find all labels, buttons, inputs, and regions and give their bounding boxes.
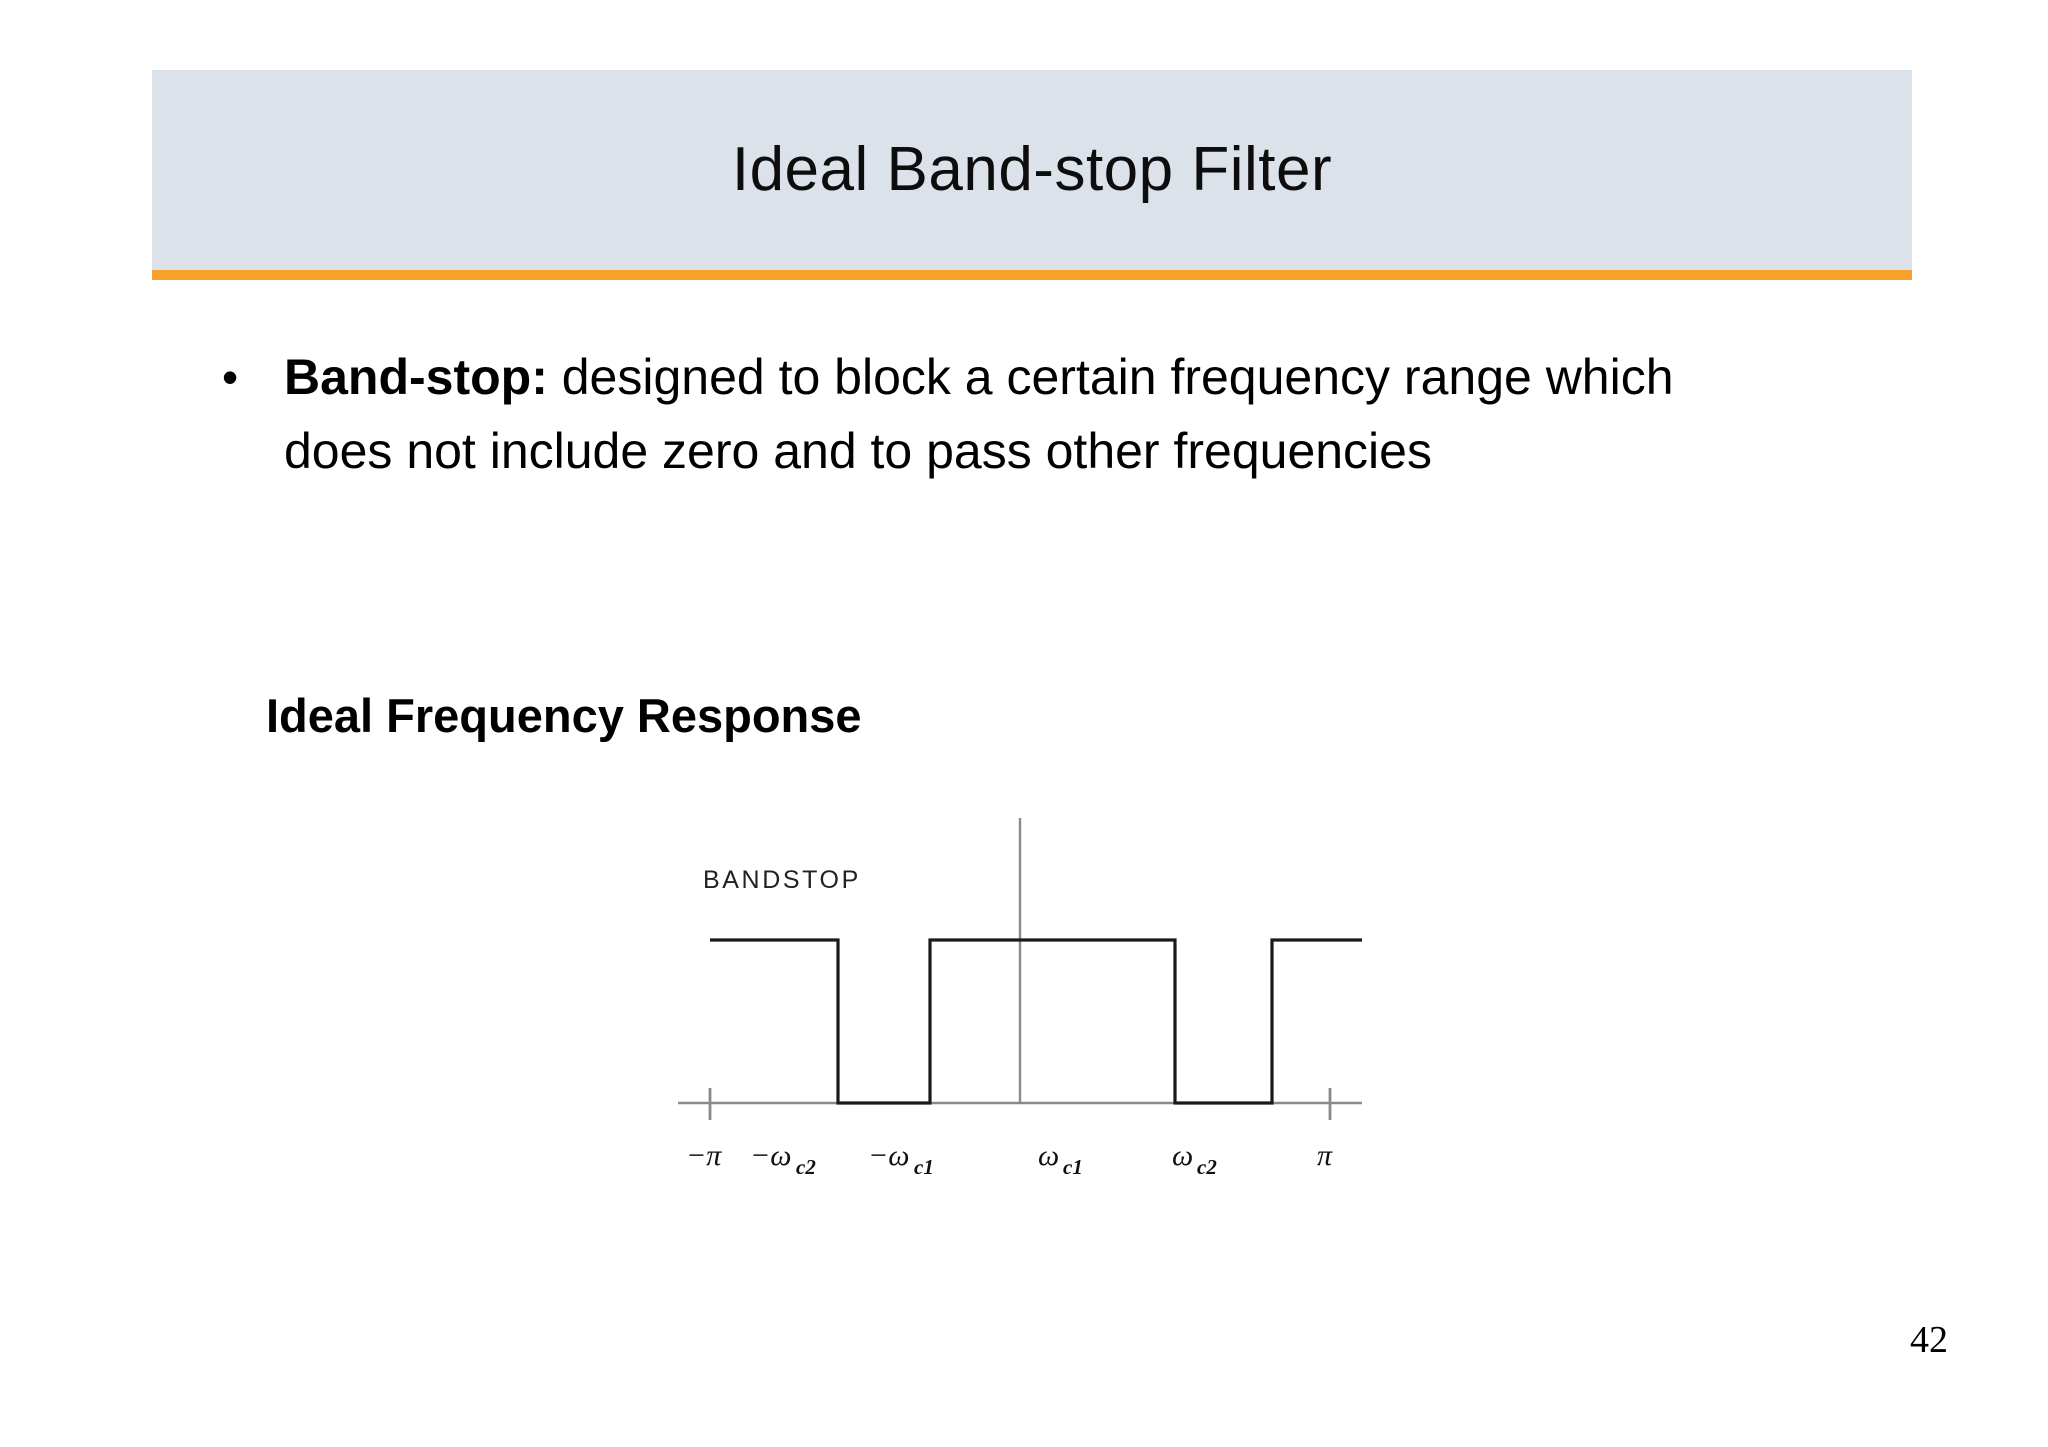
frequency-response-figure: BANDSTOP −π −ω c2 −ω c1 ω c1 ω c2 π [620, 800, 1420, 1200]
svg-text:c2: c2 [1197, 1155, 1217, 1179]
plot-xtick-label-omega-c2: ω c2 [1172, 1139, 1217, 1179]
svg-text:−ω: −ω [750, 1139, 791, 1172]
plot-response-curve [710, 938, 1362, 1105]
svg-text:−π: −π [686, 1139, 722, 1172]
svg-text:c1: c1 [914, 1155, 934, 1179]
page-title: Ideal Band-stop Filter [731, 135, 1333, 204]
svg-text:−ω: −ω [868, 1139, 909, 1172]
bullet-body-text: designed to block a certain frequency ra… [284, 349, 1674, 479]
plot-xtick-label-omega-c1: ω c1 [1038, 1139, 1083, 1179]
svg-text:c1: c1 [1063, 1155, 1083, 1179]
page-number: 42 [1910, 1319, 1948, 1361]
bullet-item-text: Band-stop: designed to block a certain f… [284, 340, 1774, 488]
bullet-marker-icon: • [222, 351, 239, 403]
bullet-lead-term: Band-stop: [284, 349, 548, 405]
list-item: • Band-stop: designed to block a certain… [222, 340, 1782, 488]
svg-text:ω: ω [1172, 1139, 1193, 1172]
frequency-response-plot: BANDSTOP −π −ω c2 −ω c1 ω c1 ω c2 π [678, 818, 1362, 1179]
section-heading: Ideal Frequency Response [266, 689, 862, 742]
plot-xtick-label-pi: π [1317, 1139, 1333, 1172]
plot-xtick-label-neg-pi: −π [686, 1139, 722, 1172]
plot-annotation-bandstop: BANDSTOP [703, 866, 861, 894]
plot-xtick-label-neg-omega-c1: −ω c1 [868, 1139, 934, 1179]
title-banner: Ideal Band-stop Filter [152, 70, 1912, 270]
plot-xtick-label-neg-omega-c2: −ω c2 [750, 1139, 816, 1179]
title-accent-rule [152, 270, 1912, 280]
svg-text:π: π [1317, 1139, 1333, 1172]
svg-text:ω: ω [1038, 1139, 1059, 1172]
svg-text:c2: c2 [796, 1155, 816, 1179]
bullet-list: • Band-stop: designed to block a certain… [222, 340, 1782, 488]
